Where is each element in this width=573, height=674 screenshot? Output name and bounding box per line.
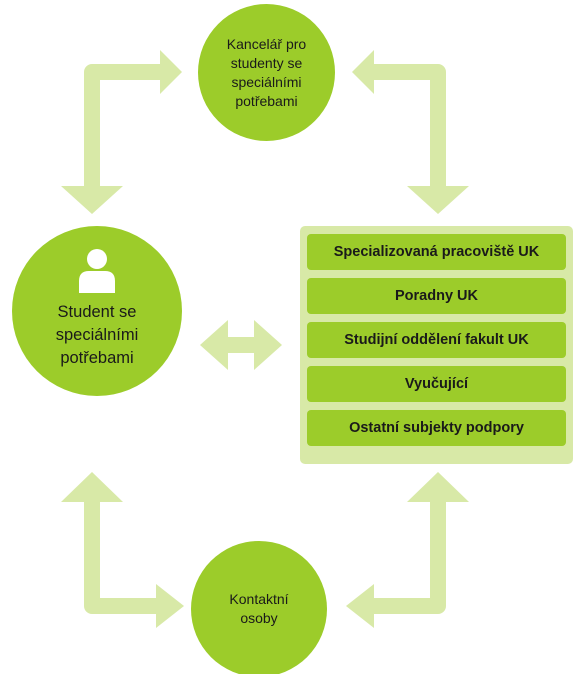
arrowhead xyxy=(346,584,374,628)
arrow-student-contact xyxy=(84,500,158,614)
contact-label: Kontaktní osoby xyxy=(229,591,289,626)
arrowhead xyxy=(156,584,184,628)
arrowhead xyxy=(407,472,469,502)
panel-item-study-office: Studijní oddělení fakult UK xyxy=(307,322,566,358)
arrowhead xyxy=(254,320,282,370)
arrowhead xyxy=(407,186,469,214)
office-label: Kancelář pro studenty se speciálními pot… xyxy=(226,35,307,109)
contact-node: Kontaktní osoby xyxy=(191,541,327,674)
student-label: Student se speciálními potřebami xyxy=(55,302,139,367)
student-node: Student se speciálními potřebami xyxy=(12,226,182,396)
arrowhead xyxy=(160,50,182,94)
office-node: Kancelář pro studenty se speciálními pot… xyxy=(198,4,335,141)
arrowhead xyxy=(61,472,123,502)
arrowhead xyxy=(61,186,123,214)
panel-item-teachers: Vyučující xyxy=(307,366,566,402)
person-icon xyxy=(79,248,115,293)
arrowhead xyxy=(352,50,374,94)
support-panel: Specializovaná pracoviště UK Poradny UK … xyxy=(300,226,573,464)
panel-item-other: Ostatní subjekty podpory xyxy=(307,410,566,446)
panel-item-counseling: Poradny UK xyxy=(307,278,566,314)
panel-item-specialized: Specializovaná pracoviště UK xyxy=(307,234,566,270)
arrowhead xyxy=(200,320,228,370)
arrow-office-panel xyxy=(372,64,446,188)
arrow-office-student xyxy=(84,64,162,188)
arrow-panel-contact xyxy=(372,500,446,614)
